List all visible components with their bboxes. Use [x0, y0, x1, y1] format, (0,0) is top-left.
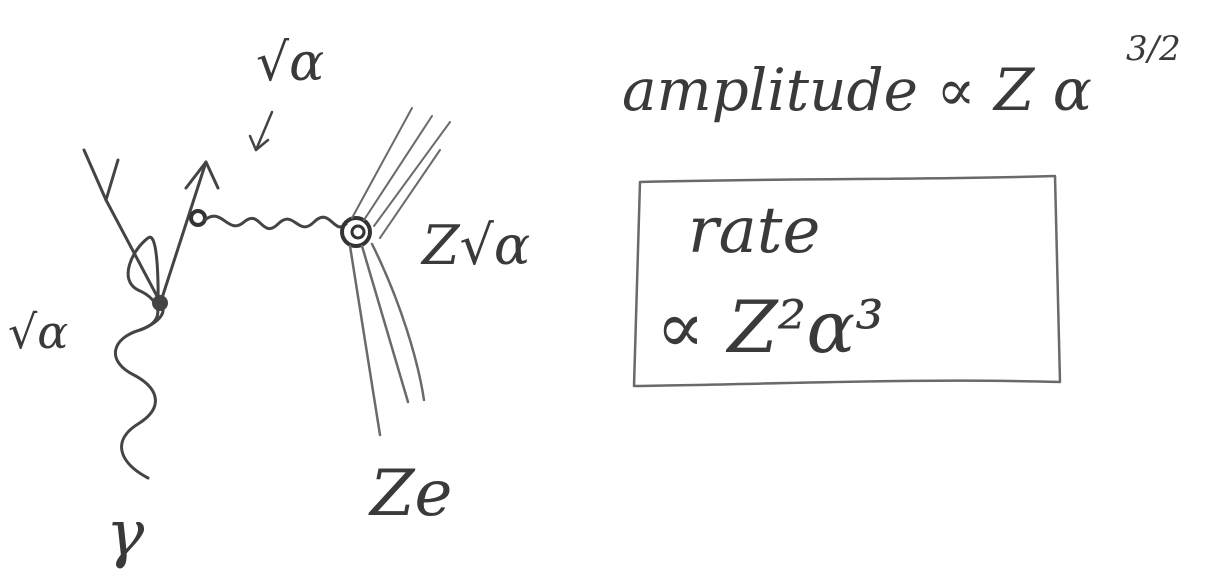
left-lepton-line [104, 198, 160, 300]
nucleus-vertex-label: Z√α [420, 214, 530, 277]
nucleus-line-upper-1 [351, 107, 413, 219]
nucleus-label: Ze [368, 457, 452, 531]
nucleus-line-upper-4 [379, 149, 441, 239]
right-lepton-arrow [184, 160, 220, 190]
nucleus-vertex [340, 216, 372, 248]
top-vertex-label: √α [256, 33, 324, 93]
nucleus-vertex-inner [350, 224, 366, 240]
nucleus-line-1 [348, 244, 382, 437]
pair-vertex-dot [152, 295, 168, 311]
nucleus-line-2 [360, 244, 410, 404]
pointer-arrowhead [248, 134, 270, 152]
virtual-photon-line [203, 214, 348, 231]
rate-expression: ∝ Z²α³ [656, 285, 884, 369]
left-vertex-label: √α [8, 305, 68, 359]
photon-label: γ [106, 497, 145, 570]
nucleus-line-3 [370, 242, 426, 402]
rate-label: rate [688, 194, 820, 268]
amplitude-formula: amplitude ∝ Z α [622, 56, 1092, 124]
amplitude-exponent: 3/2 [1126, 29, 1181, 69]
incoming-photon-line [114, 235, 160, 480]
nucleus-line-upper-2 [363, 115, 433, 221]
pointer-arrow [254, 110, 274, 152]
rate-box [632, 174, 1062, 388]
nucleus-line-upper-3 [373, 121, 451, 227]
right-lepton-line [160, 160, 208, 300]
left-lepton-arrow [82, 148, 120, 202]
upper-vertex-dot [189, 209, 207, 227]
